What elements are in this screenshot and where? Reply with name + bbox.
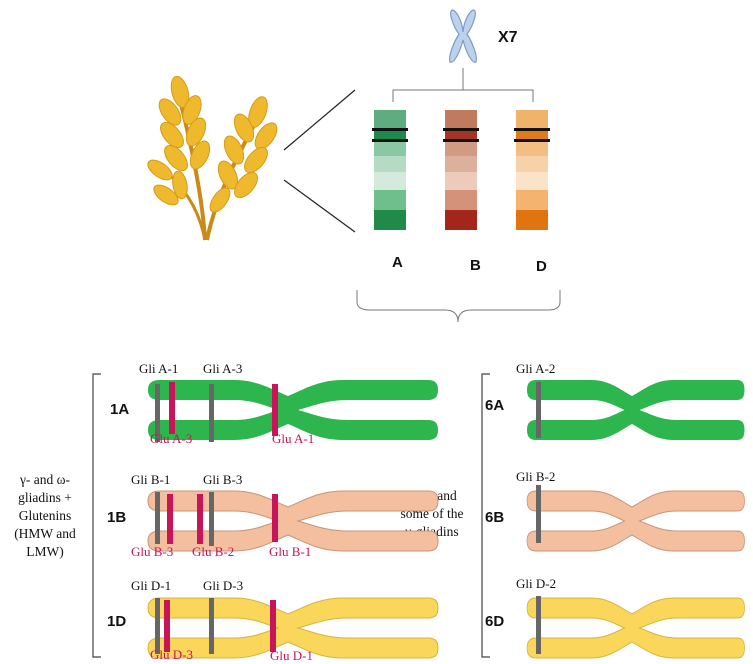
locus-glu-a1: Glu A-1 [272, 431, 314, 446]
gli-marker [209, 492, 214, 546]
glu-marker [164, 600, 170, 652]
gli-marker [536, 382, 541, 438]
gli-marker [209, 598, 214, 654]
glu-marker [197, 494, 203, 544]
chromosome-6b-label: 6B [485, 509, 504, 526]
glu-marker [169, 382, 175, 434]
group1-desc-line-3: Glutenins [19, 508, 72, 523]
zoom-line-top [283, 89, 356, 151]
gli-marker [536, 596, 541, 654]
chromosome-1d-label: 1D [107, 613, 126, 630]
group1-description: γ- and ω- gliadins + Glutenins (HMW and … [14, 472, 76, 559]
chromosome-1d: 1D Gli D-1 Gli D-3 Glu D-3 Glu D-1 [107, 578, 439, 663]
locus-gli-a1: Gli A-1 [139, 361, 178, 376]
locus-gli-b1: Gli B-1 [131, 472, 170, 487]
locus-gli-b3: Gli B-3 [203, 472, 242, 487]
gli-marker [155, 384, 160, 442]
chromosome-label: X7 [498, 29, 518, 46]
locus-gli-d3: Gli D-3 [203, 578, 243, 593]
locus-gli-a2: Gli A-2 [516, 361, 555, 376]
group6-bracket [481, 373, 490, 658]
zoom-line-bottom [283, 179, 356, 233]
genome-label-a: A [392, 254, 403, 271]
locus-gli-b2: Gli B-2 [516, 469, 555, 484]
glu-marker [272, 384, 278, 436]
locus-gli-a3: Gli A-3 [203, 361, 242, 376]
locus-glu-d3: Glu D-3 [150, 647, 193, 662]
locus-gli-d1: Gli D-1 [131, 578, 171, 593]
gli-marker [155, 598, 160, 654]
chromosome-1b: 1B Gli B-1 Gli B-3 Glu B-3 Glu B-2 Glu B… [107, 472, 439, 559]
group1-desc-line-5: LMW) [26, 544, 64, 559]
group1-bracket [92, 373, 101, 658]
genome-bar-a [372, 110, 408, 230]
glu-marker [167, 494, 173, 544]
genome-bar-b [443, 110, 479, 230]
genome-label-d: D [536, 258, 547, 275]
group1-desc-line-2: gliadins + [18, 490, 72, 505]
locus-glu-a3: Glu A-3 [150, 431, 192, 446]
chromosome-6a-label: 6A [485, 397, 504, 414]
group1-desc-line-4: (HMW and [14, 526, 76, 541]
locus-glu-b3: Glu B-3 [131, 544, 173, 559]
group1-desc-line-1: γ- and ω- [19, 472, 71, 487]
genome-bar-d [514, 110, 550, 230]
glu-marker [272, 494, 278, 542]
chromosome-1a-label: 1A [110, 401, 129, 418]
locus-glu-b2: Glu B-2 [192, 544, 234, 559]
wheat-icon [147, 75, 278, 241]
glu-marker [270, 600, 276, 652]
gli-marker [209, 384, 214, 442]
chromosome-1b-label: 1B [107, 509, 126, 526]
gli-marker [155, 492, 160, 544]
chromosome-6b: 6B Gli B-2 [485, 469, 745, 552]
locus-glu-d1: Glu D-1 [270, 648, 313, 663]
chromosome-6d-label: 6D [485, 613, 504, 630]
locus-glu-b1: Glu B-1 [269, 544, 311, 559]
chromosome-1a: 1A Gli A-1 Gli A-3 Glu A-3 Glu A-1 [110, 361, 438, 446]
top-bracket [392, 89, 534, 102]
chromosome-6a: 6A Gli A-2 [485, 361, 745, 440]
genome-label-b: B [470, 257, 481, 274]
locus-gli-d2: Gli D-2 [516, 576, 556, 591]
genome-bracket [356, 290, 561, 323]
chromosome-icon [449, 9, 477, 63]
gli-marker [536, 485, 541, 543]
chromosome-6d: 6D Gli D-2 [485, 576, 745, 659]
